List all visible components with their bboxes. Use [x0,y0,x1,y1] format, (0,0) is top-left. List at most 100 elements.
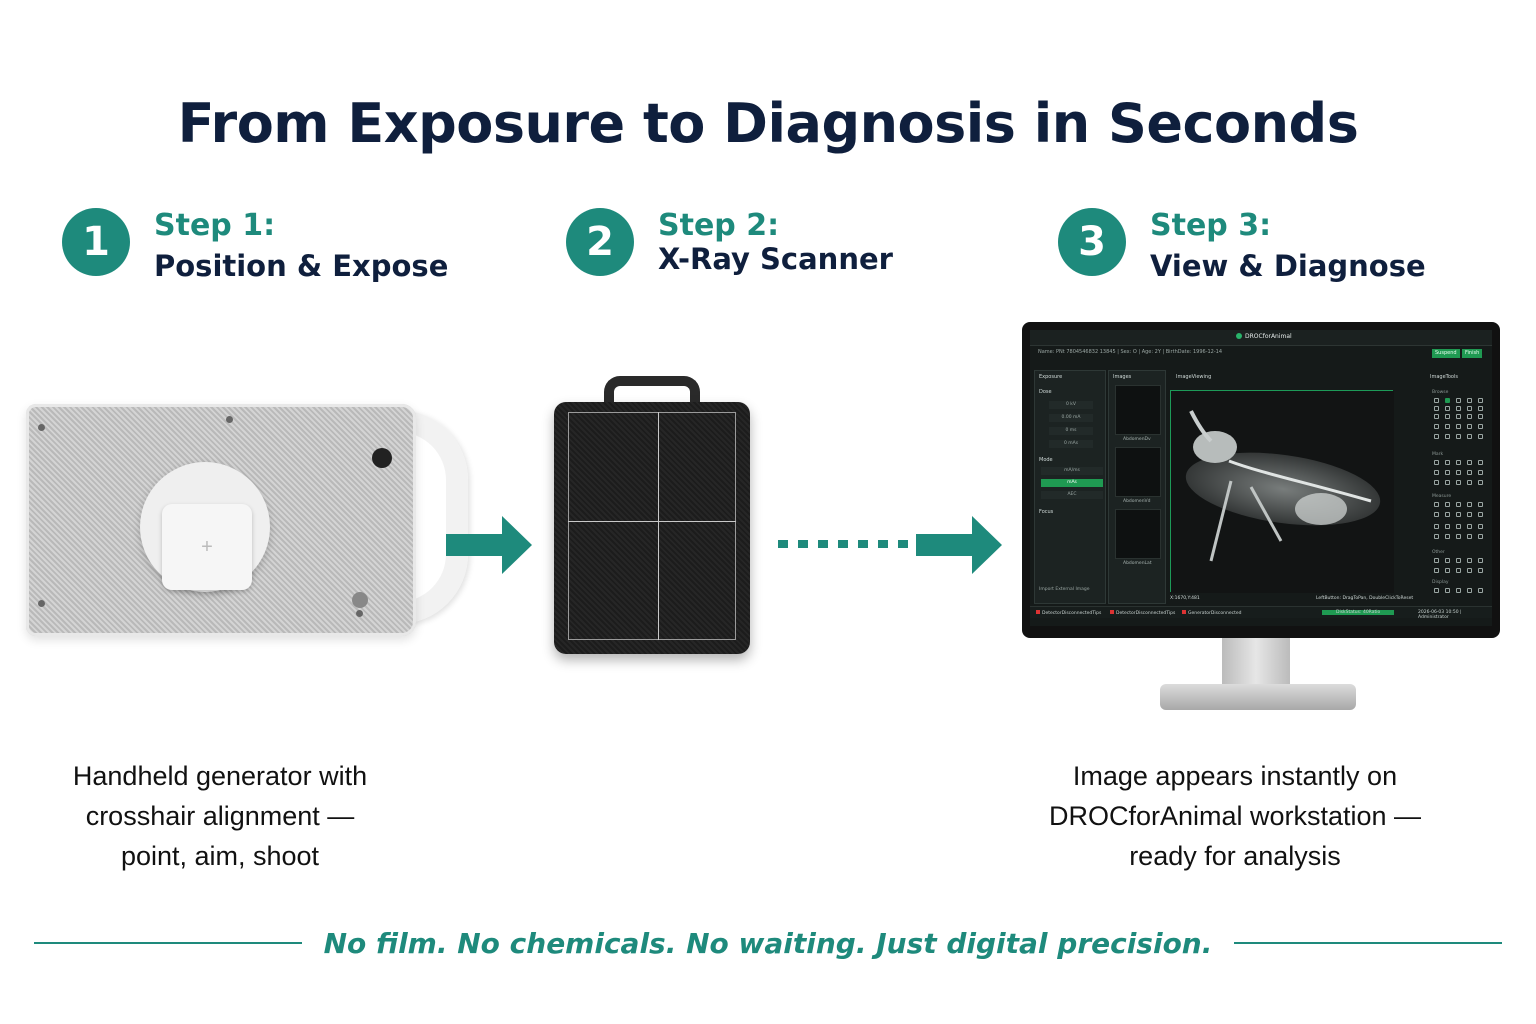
detector-center-line [658,412,659,640]
tool-section-measure: Measure [1432,494,1452,499]
tool-icon[interactable] [1445,568,1450,573]
mode-ma-ms[interactable]: mA/ms [1041,467,1103,475]
tool-icon[interactable] [1434,398,1439,403]
tool-icon[interactable] [1467,434,1472,439]
tool-icon[interactable] [1467,534,1472,539]
thumbnail-label: AbdomenDv [1123,437,1151,442]
tool-icon[interactable] [1445,460,1450,465]
tool-icon[interactable] [1478,480,1483,485]
thumbnail-abdomen-dv[interactable] [1115,385,1161,435]
tool-icon[interactable] [1445,512,1450,517]
mode-mas[interactable]: mAs [1041,479,1103,487]
exposure-panel-title: Exposure [1039,374,1063,380]
thumbnail-abdomen-vd[interactable] [1115,447,1161,497]
tool-icon[interactable] [1478,588,1483,593]
tool-icon[interactable] [1456,568,1461,573]
tool-icon[interactable] [1478,512,1483,517]
tool-icon[interactable] [1456,406,1461,411]
tool-icon[interactable] [1467,460,1472,465]
tool-icon[interactable] [1456,512,1461,517]
tool-icon[interactable] [1456,398,1461,403]
tool-icon[interactable] [1467,588,1472,593]
tool-icon[interactable] [1445,534,1450,539]
tool-icon[interactable] [1445,424,1450,429]
tool-icon[interactable] [1467,414,1472,419]
tool-icon[interactable] [1467,568,1472,573]
kv-field[interactable]: 0 kV [1049,401,1093,409]
tool-icon[interactable] [1434,424,1439,429]
tool-icon[interactable] [1467,406,1472,411]
tool-icon[interactable] [1445,588,1450,593]
tool-icon[interactable] [1445,480,1450,485]
tool-icon[interactable] [1467,558,1472,563]
tool-icon[interactable] [1445,524,1450,529]
suspend-button[interactable]: Suspend [1432,349,1460,358]
tool-icon[interactable] [1434,434,1439,439]
mas-field[interactable]: 0 mAs [1049,440,1093,448]
tool-icon[interactable] [1434,568,1439,573]
tool-icon[interactable] [1456,524,1461,529]
mode-aec[interactable]: AEC [1041,491,1103,499]
tool-icon[interactable] [1467,512,1472,517]
tool-icon[interactable] [1478,424,1483,429]
tool-icon[interactable] [1478,534,1483,539]
tool-icon[interactable] [1478,406,1483,411]
detector-frame [568,412,736,640]
tool-icon[interactable] [1467,398,1472,403]
tool-icon[interactable] [1467,502,1472,507]
tool-icon[interactable] [1434,480,1439,485]
tool-icon[interactable] [1434,588,1439,593]
tool-icon[interactable] [1445,406,1450,411]
tool-icon[interactable] [1478,502,1483,507]
tool-icon[interactable] [1478,558,1483,563]
app-name: DROCforAnimal [1236,333,1292,340]
tool-icon[interactable] [1445,558,1450,563]
tool-icon[interactable] [1456,434,1461,439]
tool-icon[interactable] [1445,502,1450,507]
tool-icon[interactable] [1456,424,1461,429]
tool-icon[interactable] [1478,568,1483,573]
thumbnail-label: AbdomenLat [1123,561,1152,566]
tool-icon[interactable] [1434,534,1439,539]
tool-icon[interactable] [1478,434,1483,439]
thumbnail-abdomen-lat[interactable] [1115,509,1161,559]
tool-icon[interactable] [1456,470,1461,475]
tool-icon[interactable] [1467,480,1472,485]
tool-icon[interactable] [1456,460,1461,465]
step-1-label: Step 1: [154,208,276,243]
tool-icon[interactable] [1456,480,1461,485]
thumbnail-label: AbdomenVd [1123,499,1151,504]
tool-icon[interactable] [1467,524,1472,529]
tool-icon[interactable] [1467,424,1472,429]
dotted-connector [778,540,918,548]
xray-viewer[interactable] [1170,390,1394,593]
tool-icon[interactable] [1445,434,1450,439]
tool-icon[interactable] [1434,502,1439,507]
tool-icon[interactable] [1434,524,1439,529]
tool-icon[interactable] [1456,558,1461,563]
tool-icon[interactable] [1445,398,1450,403]
tool-icon[interactable] [1434,558,1439,563]
tool-icon[interactable] [1434,470,1439,475]
tool-icon[interactable] [1478,460,1483,465]
tool-icon[interactable] [1478,524,1483,529]
tool-icon[interactable] [1456,414,1461,419]
tool-icon[interactable] [1456,588,1461,593]
tool-icon[interactable] [1478,470,1483,475]
tool-icon[interactable] [1434,414,1439,419]
tool-icon[interactable] [1478,398,1483,403]
tool-icon[interactable] [1434,512,1439,517]
ma-field[interactable]: 0.00 mA [1049,414,1093,422]
tool-icon[interactable] [1456,534,1461,539]
tool-icon[interactable] [1478,414,1483,419]
tool-icon[interactable] [1445,470,1450,475]
finish-button[interactable]: Finish [1462,349,1483,358]
ms-field[interactable]: 0 ms [1049,427,1093,435]
tool-icon[interactable] [1456,502,1461,507]
tool-icon[interactable] [1434,460,1439,465]
tool-icon[interactable] [1445,414,1450,419]
tool-section-mark: Mark [1432,452,1444,457]
tool-icon[interactable] [1434,406,1439,411]
tool-icon[interactable] [1467,470,1472,475]
import-external-image-link[interactable]: Import External Image [1039,587,1090,592]
